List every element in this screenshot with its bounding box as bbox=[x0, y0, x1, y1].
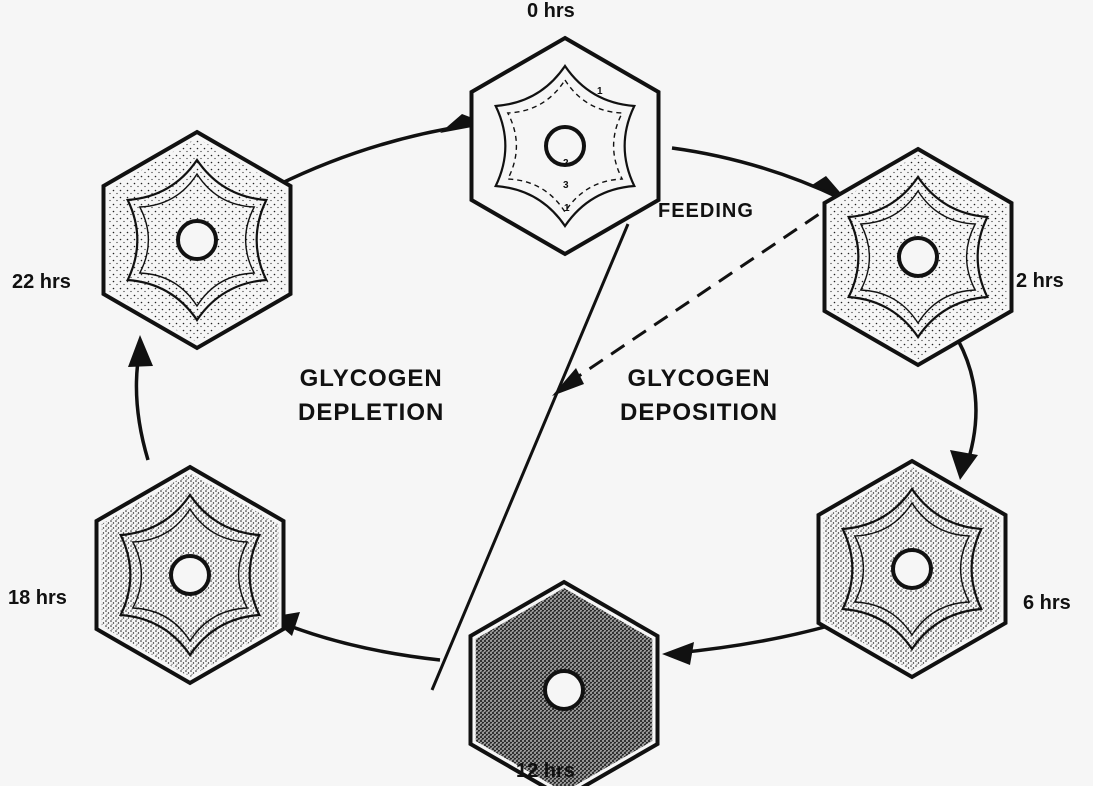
arc-6-to-12 bbox=[676, 625, 832, 653]
liver-cell-0 bbox=[472, 38, 659, 254]
feeding-label: FEEDING bbox=[658, 200, 754, 223]
deposition-line-1: GLYCOGEN bbox=[620, 362, 778, 396]
arc-2-to-6 bbox=[958, 340, 976, 470]
liver-cells bbox=[97, 38, 1012, 786]
cell-nucleus bbox=[893, 550, 931, 588]
cell-nucleus bbox=[178, 221, 216, 259]
cell-nucleus bbox=[899, 238, 937, 276]
arc-0-to-2 bbox=[672, 148, 840, 198]
deposition-label: GLYCOGEN DEPOSITION bbox=[620, 362, 778, 430]
liver-cell-2 bbox=[819, 461, 1006, 677]
liver-cell-1 bbox=[825, 149, 1012, 365]
time-label-18: 18 hrs bbox=[8, 587, 67, 610]
zone-mark-4: 1 bbox=[564, 203, 570, 214]
liver-cell-4 bbox=[97, 467, 284, 683]
time-label-0: 0 hrs bbox=[527, 0, 575, 23]
depletion-line-2: DEPLETION bbox=[298, 396, 444, 430]
time-label-6: 6 hrs bbox=[1023, 592, 1071, 615]
depletion-label: GLYCOGEN DEPLETION bbox=[298, 362, 444, 430]
liver-cell-3 bbox=[471, 582, 658, 786]
cell-nucleus bbox=[545, 671, 583, 709]
arc-22-to-0 bbox=[278, 125, 470, 185]
zone-mark-3: 3 bbox=[563, 180, 569, 191]
zone-mark-2: 2 bbox=[563, 158, 569, 169]
cell-nucleus bbox=[171, 556, 209, 594]
arrowhead-to-6 bbox=[950, 450, 978, 480]
liver-cell-5 bbox=[104, 132, 291, 348]
depletion-line-1: GLYCOGEN bbox=[298, 362, 444, 396]
zone-mark-1: 1 bbox=[597, 86, 603, 97]
time-label-2: 2 hrs bbox=[1016, 270, 1064, 293]
time-label-22: 22 hrs bbox=[12, 271, 71, 294]
dashed-arrowhead bbox=[552, 368, 584, 396]
arc-12-to-18 bbox=[282, 623, 440, 660]
arrowhead-to-22 bbox=[128, 335, 153, 367]
arrowhead-to-12 bbox=[662, 642, 694, 665]
deposition-line-2: DEPOSITION bbox=[620, 396, 778, 430]
time-label-12: 12 hrs bbox=[516, 760, 575, 783]
